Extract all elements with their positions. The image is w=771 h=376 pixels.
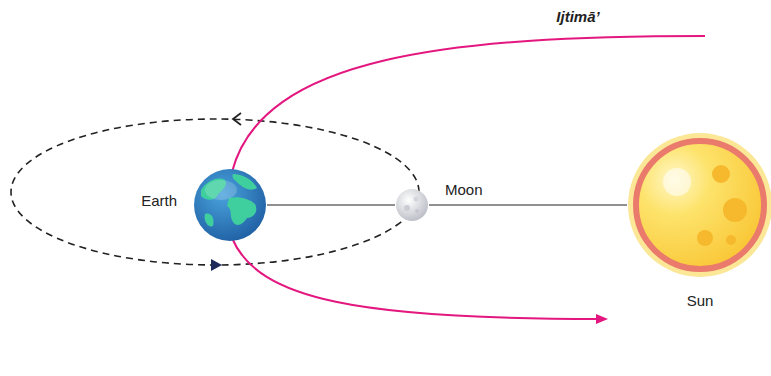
orbit-arrow: [233, 113, 241, 125]
diagram-title: Ijtimā’: [556, 8, 599, 25]
body-illustration: [627, 132, 771, 278]
earth-path: [232, 238, 600, 319]
body-label: Sun: [687, 292, 714, 310]
earth-node: Earth: [193, 168, 267, 242]
body-label: Moon: [445, 181, 483, 199]
body-illustration: [193, 168, 267, 242]
earth-path-arrow: [596, 314, 608, 324]
orbit-arrow: [211, 259, 222, 271]
body-illustration: [395, 188, 429, 222]
moon-orbit: [11, 119, 419, 265]
earth-path: [232, 36, 705, 172]
moon-node: Moon: [395, 188, 429, 222]
body-label: Earth: [141, 192, 177, 210]
sun-node: Sun: [627, 132, 771, 278]
alignment-line: [429, 204, 627, 205]
alignment-line: [267, 204, 395, 205]
